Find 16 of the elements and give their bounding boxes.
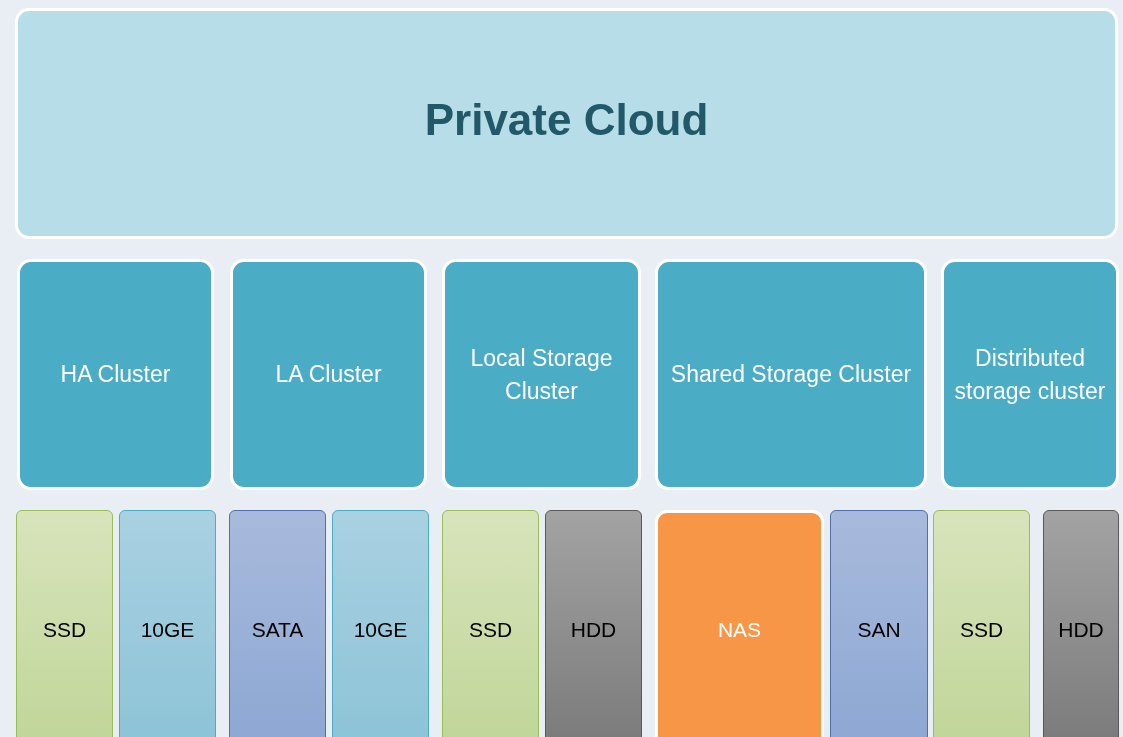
storage-block: SSD bbox=[442, 510, 539, 737]
storage-block: SSD bbox=[933, 510, 1030, 737]
storage-block: HDD bbox=[1043, 510, 1119, 737]
cloud-panel: Private Cloud bbox=[15, 8, 1118, 239]
storage-block: NAS bbox=[655, 510, 824, 737]
storage-block: SAN bbox=[830, 510, 928, 737]
network-block: 10GE bbox=[119, 510, 216, 737]
network-block: 10GE bbox=[332, 510, 429, 737]
storage-block: HDD bbox=[545, 510, 642, 737]
cluster-box: Distributed storage cluster bbox=[941, 259, 1119, 490]
storage-block: SSD bbox=[16, 510, 113, 737]
cluster-box: Local Storage Cluster bbox=[442, 259, 641, 490]
cluster-box: HA Cluster bbox=[17, 259, 214, 490]
cluster-box: Shared Storage Cluster bbox=[655, 259, 927, 490]
storage-block: SATA bbox=[229, 510, 326, 737]
cluster-box: LA Cluster bbox=[230, 259, 427, 490]
